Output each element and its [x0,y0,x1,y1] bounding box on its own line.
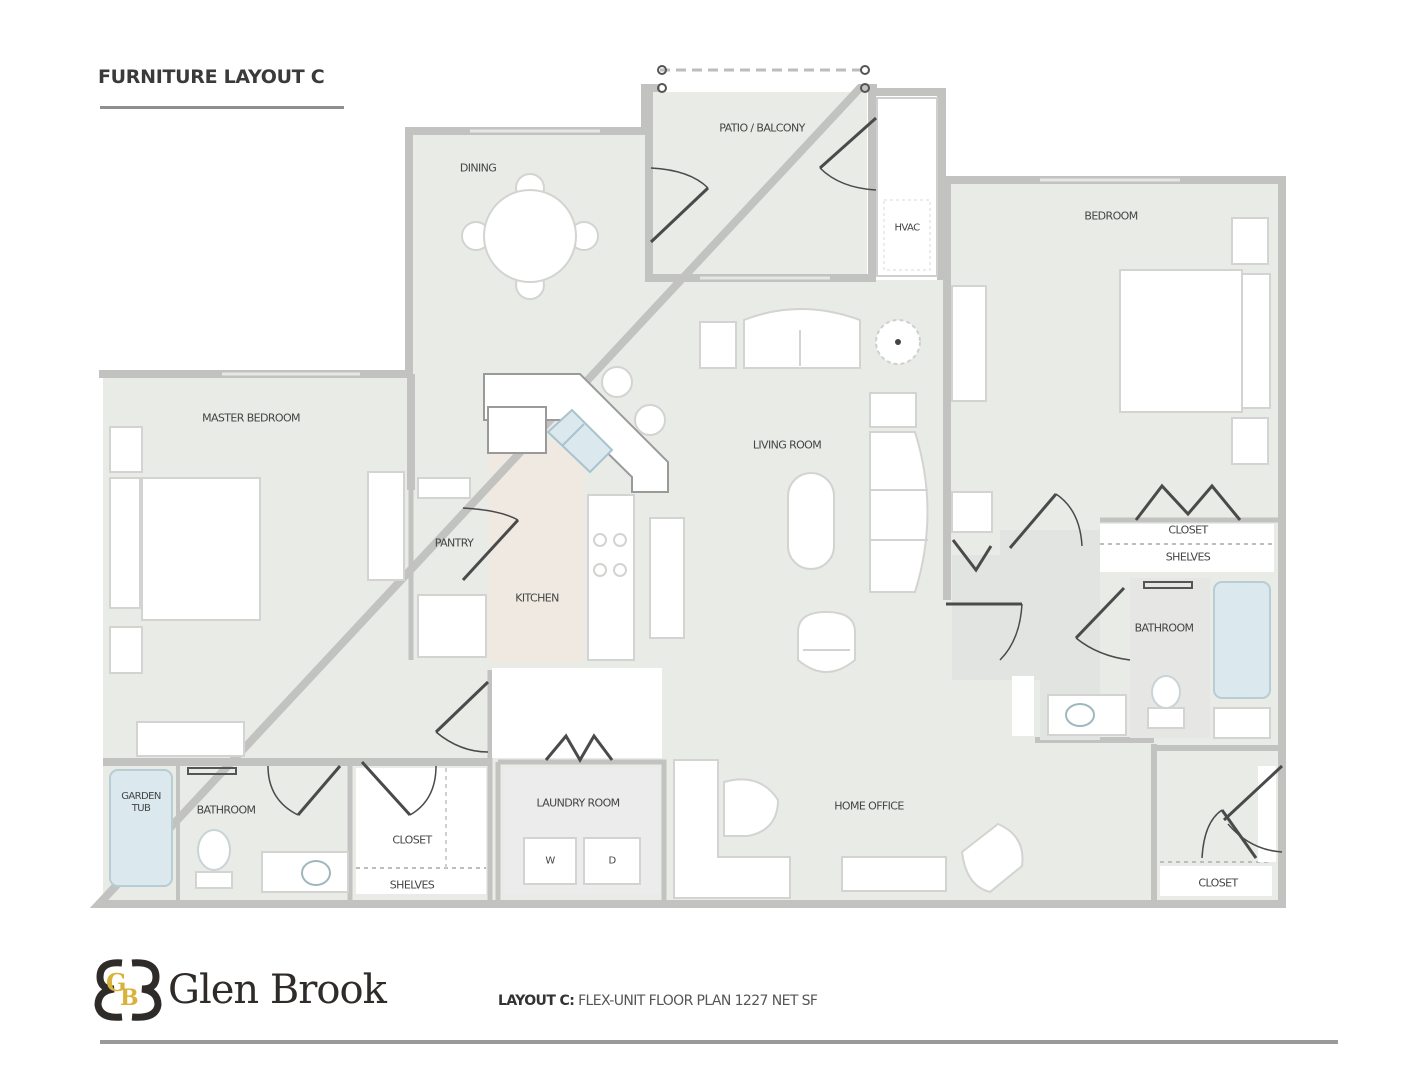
doors [267,116,1284,859]
page-title: FURNITURE LAYOUT C [98,66,325,88]
room-label-laundry: LAUNDRY ROOM [536,796,620,810]
footer-divider [100,1040,1338,1044]
room-label-closet-right: CLOSET [1168,523,1208,537]
room-label-hvac: HVAC [894,222,921,234]
room-label-pantry: PANTRY [434,536,474,550]
svg-text:G: G [106,968,127,997]
windows [222,129,1180,376]
washer-label: W [545,855,555,867]
hall-closet [492,668,662,758]
room-label-bathroom-master: BATHROOM [196,803,256,817]
brand-logo: G B Glen Brook [92,955,387,1025]
room-label-kitchen: KITCHEN [515,591,559,605]
caption-prefix: LAYOUT C: [498,993,575,1009]
furniture [109,173,1271,899]
room-label-closet-office: CLOSET [1198,876,1238,890]
room-label-living-room: LIVING ROOM [752,438,822,452]
right-bathroom [952,524,1274,740]
master-bathroom [109,767,349,893]
room-label-master-bedroom: MASTER BEDROOM [202,411,300,425]
svg-text:B: B [120,985,139,1011]
room-label-dining: DINING [459,161,497,175]
title-underline [100,106,344,109]
room-label-home-office: HOME OFFICE [834,799,904,813]
dryer-label: D [608,855,616,867]
room-label-garden-tub: GARDEN TUB [121,791,161,814]
kitchen-floor [488,440,584,662]
room-label-shelves-right: SHELVES [1165,550,1211,564]
brand-monogram-icon: G B [92,955,164,1025]
plan-caption: LAYOUT C: FLEX-UNIT FLOOR PLAN 1227 NET … [498,993,818,1009]
room-label-closet-master: CLOSET [392,833,432,847]
room-label-bathroom-right: BATHROOM [1134,621,1194,635]
room-label-patio: PATIO / BALCONY [719,121,805,135]
hvac-closet [876,97,938,277]
caption-text: FLEX-UNIT FLOOR PLAN 1227 NET SF [578,993,818,1009]
master-closet [356,768,486,894]
laundry-room-fixtures [504,768,660,894]
brand-name: Glen Brook [168,967,387,1013]
room-label-bedroom: BEDROOM [1084,209,1138,223]
office-closet [1160,766,1276,896]
patio-railing [657,65,870,93]
room-label-shelves-master: SHELVES [389,878,435,892]
